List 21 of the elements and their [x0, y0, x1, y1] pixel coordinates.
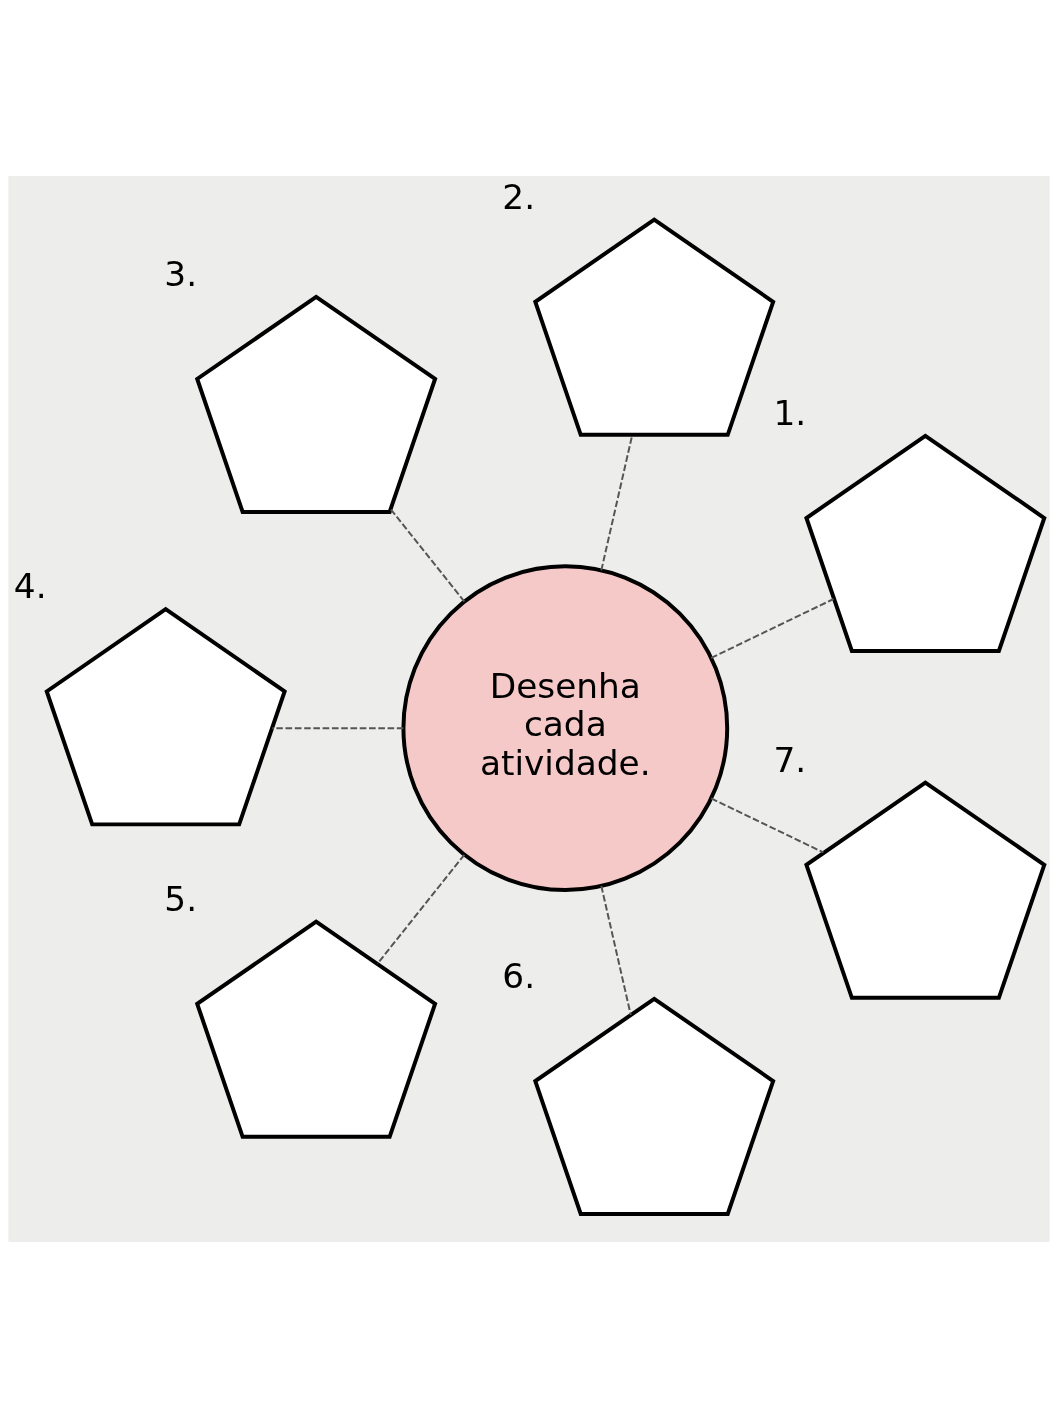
- node-pentagon: [532, 216, 776, 437]
- connector: [376, 853, 466, 965]
- connector: [600, 884, 632, 1016]
- node-label: 7.: [773, 739, 807, 780]
- node-label: 5.: [164, 878, 198, 919]
- node-label: 6.: [502, 955, 536, 996]
- node-label: 1.: [773, 392, 807, 433]
- node-pentagon: [44, 606, 287, 826]
- node-label: 3.: [164, 253, 198, 294]
- connector: [271, 726, 405, 729]
- connector: [710, 597, 835, 659]
- node-pentagon: [804, 779, 1047, 1000]
- node-label: 2.: [502, 176, 536, 217]
- node-label: 4.: [13, 565, 47, 606]
- node-circle: Desenha cada atividade.: [401, 563, 730, 892]
- connector: [710, 796, 825, 853]
- node-pentagon: [804, 432, 1047, 653]
- node-pentagon: [194, 918, 438, 1139]
- connector: [389, 507, 466, 602]
- node-pentagon: [532, 995, 776, 1216]
- node-pentagon: [194, 293, 438, 514]
